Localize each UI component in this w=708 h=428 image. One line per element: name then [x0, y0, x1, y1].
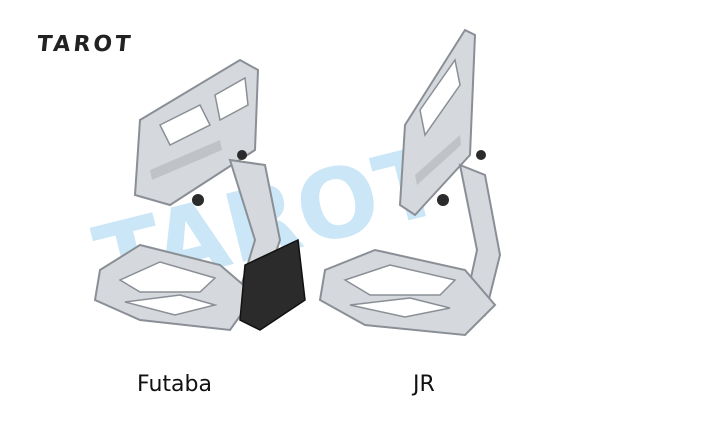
- jr-caption: JR: [413, 372, 435, 397]
- jr-stand-image: [318, 28, 502, 337]
- futaba-stand-image: [93, 58, 306, 332]
- futaba-caption: Futaba: [137, 372, 212, 397]
